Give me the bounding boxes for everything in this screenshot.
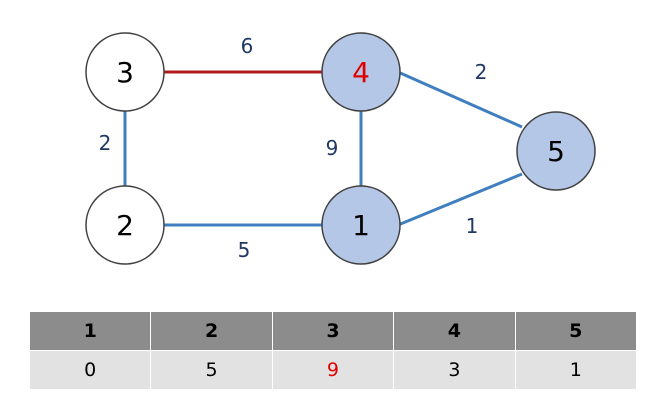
- node-3-label: 3: [116, 56, 134, 89]
- value-cell-5: 1: [514, 350, 638, 390]
- weight-label-1-5: 1: [466, 214, 479, 238]
- header-cell-1: 1: [28, 311, 152, 351]
- weight-label-4-5: 2: [475, 60, 488, 84]
- edge-1-5: [397, 172, 523, 227]
- edge-4-5: [397, 70, 523, 129]
- node-2-label: 2: [116, 209, 134, 242]
- header-cell-2: 2: [150, 311, 273, 351]
- value-cell-3: 9: [271, 350, 395, 390]
- node-2-circle: [85, 185, 165, 265]
- weight-label-4-1: 9: [326, 136, 339, 160]
- distance-table-value-row: 0 5 9 3 1: [28, 350, 638, 390]
- distance-table: 1 2 3 4 5 0 5 9 3 1: [28, 311, 638, 390]
- distance-table-header-row: 1 2 3 4 5: [28, 311, 638, 351]
- node-1-circle: [321, 185, 401, 265]
- node-4-circle: [321, 32, 401, 112]
- value-cell-1: 0: [28, 350, 152, 390]
- header-cell-5: 5: [514, 311, 638, 351]
- node-5-label: 5: [547, 135, 565, 168]
- node-4-label: 4: [352, 56, 370, 89]
- node-1-label: 1: [352, 209, 370, 242]
- node-3-circle: [85, 32, 165, 112]
- node-3: 3: [85, 32, 165, 112]
- node-5-circle: [516, 111, 596, 191]
- value-cell-4: 3: [393, 350, 516, 390]
- header-cell-4: 4: [393, 311, 516, 351]
- weight-label-3-4: 6: [241, 34, 254, 58]
- header-cell-3: 3: [271, 311, 395, 351]
- node-4: 4: [321, 32, 401, 112]
- node-1: 1: [321, 185, 401, 265]
- weight-label-2-1: 5: [238, 238, 251, 262]
- weight-label-3-2: 2: [99, 131, 112, 155]
- node-2: 2: [85, 185, 165, 265]
- node-5: 5: [516, 111, 596, 191]
- graph-diagram: 6 2 9 2 5 1 3 4 5 2 1: [85, 32, 596, 265]
- value-cell-2: 5: [150, 350, 273, 390]
